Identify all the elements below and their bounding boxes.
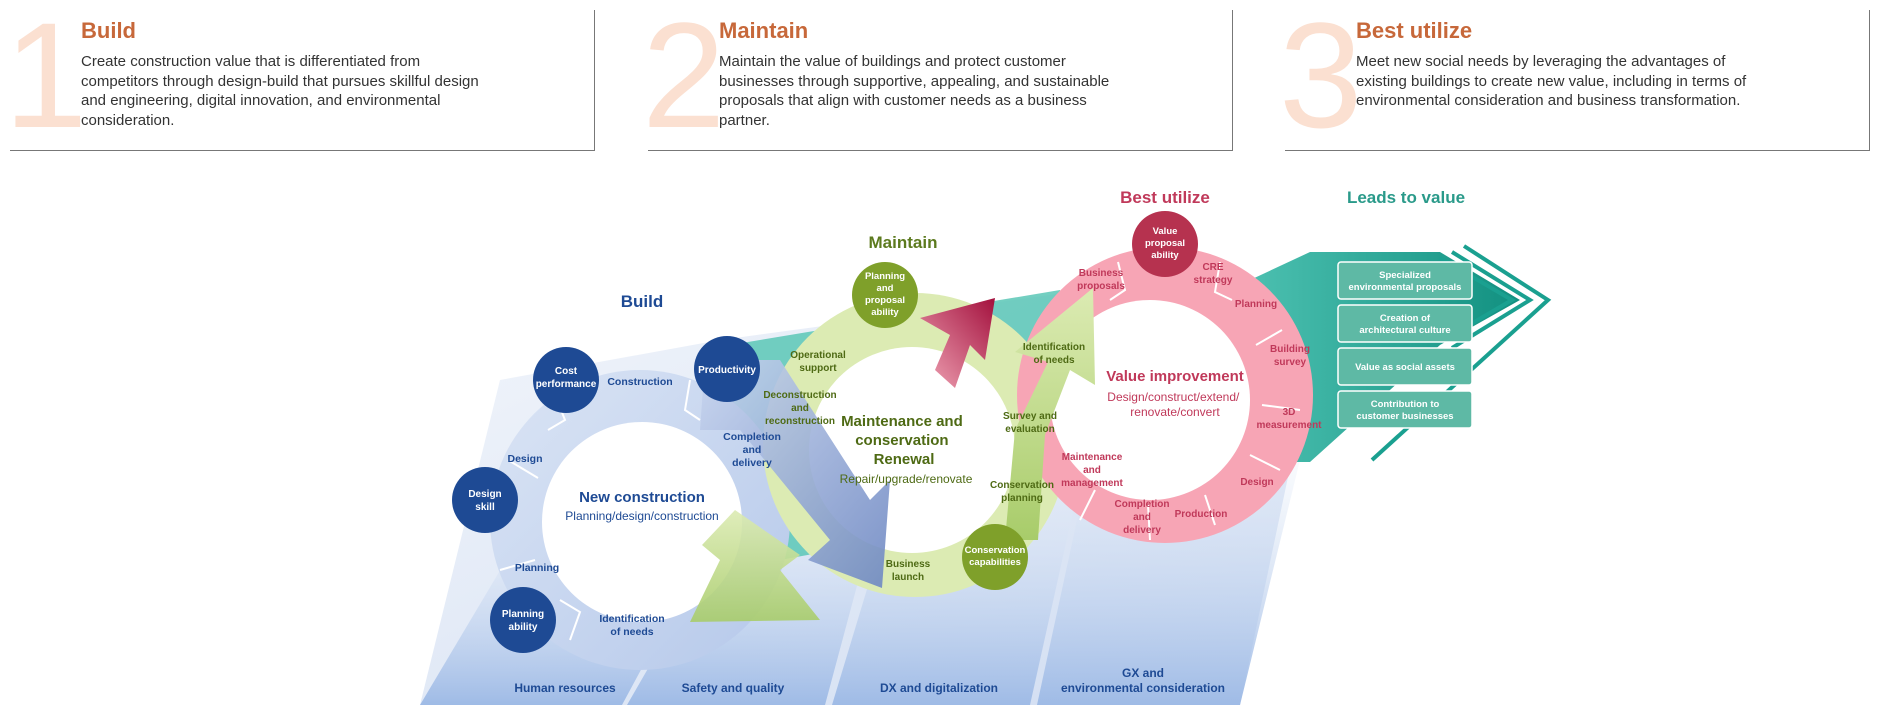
foundation-label: DX and digitalization xyxy=(880,681,998,695)
utilize-core xyxy=(1050,300,1250,500)
maintain-center-sub: Repair/upgrade/renovate xyxy=(840,472,973,486)
card-number: 2 xyxy=(642,0,726,159)
card-title: Build xyxy=(81,18,136,43)
utilize-center-sub: Design/construct/extend/ renovate/conver… xyxy=(1107,390,1242,419)
build-green-arrow xyxy=(690,510,820,622)
ability-productivity: Productivity xyxy=(694,336,760,402)
svg-text:Productivity: Productivity xyxy=(698,365,756,376)
value-item: Value as social assets xyxy=(1337,347,1473,386)
utilize-step: Design xyxy=(1240,477,1273,488)
card-number: 1 xyxy=(4,0,88,159)
svg-text:Value as social assets: Value as social assets xyxy=(1355,362,1455,373)
build-step: Construction xyxy=(607,376,672,388)
utilize-to-maintain-arrow xyxy=(920,298,995,388)
foundation-label: Human resources xyxy=(514,681,616,695)
card-title: Maintain xyxy=(719,18,809,43)
utilize-step: Planning xyxy=(1235,299,1277,310)
value-heading: Leads to value xyxy=(1347,188,1465,207)
card-title: Best utilize xyxy=(1356,18,1473,43)
utilize-center-title: Value improvement xyxy=(1106,368,1244,385)
utilize-step: Production xyxy=(1175,509,1228,520)
card-number: 3 xyxy=(1279,0,1363,159)
maintain-to-utilize-arrow xyxy=(1005,288,1095,540)
build-center-sub: Planning/design/construction xyxy=(565,509,718,523)
maintain-center-title: Maintenance and conservation Renewal xyxy=(841,413,967,468)
utilize-ring-dividers xyxy=(1079,261,1301,541)
card-build: 1 Build Create construction value that i… xyxy=(4,0,595,151)
card-best-utilize: 3 Best utilize Meet new social needs by … xyxy=(1279,0,1870,151)
build-core xyxy=(542,422,742,622)
card-maintain: 2 Maintain Maintain the value of buildin… xyxy=(642,0,1233,151)
card-description: Maintain the value of buildings and prot… xyxy=(719,53,1110,129)
card-description: Meet new social needs by leveraging the … xyxy=(1356,53,1747,109)
build-center-title: New construction xyxy=(579,489,705,506)
maintain-heading: Maintain xyxy=(869,233,938,252)
utilize-heading: Best utilize xyxy=(1120,188,1210,207)
card-description: Create construction value that is differ… xyxy=(81,53,479,129)
build-heading: Build xyxy=(621,292,664,311)
foundation-label: Safety and quality xyxy=(682,681,785,695)
build-to-maintain-arrow xyxy=(700,360,890,588)
build-step: Planning xyxy=(515,562,559,574)
build-step: Design xyxy=(507,453,542,465)
